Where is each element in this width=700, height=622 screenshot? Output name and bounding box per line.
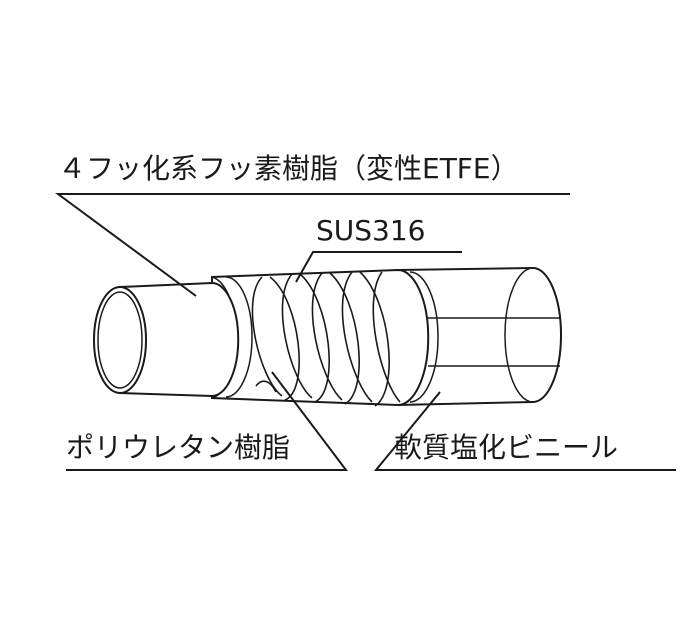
polyurethane-layer: [211, 268, 430, 407]
etfe-callout: ４フッ化系フッ素樹脂（変性ETFE）: [54, 152, 570, 297]
sus316-label: SUS316: [316, 214, 425, 247]
polyurethane-callout: ポリウレタン樹脂: [66, 371, 349, 471]
pvc-label: 軟質塩化ビニール: [394, 431, 618, 464]
pvc-outer-layer: [397, 266, 562, 407]
etfe-inner-tube: [93, 281, 240, 398]
sus316-spiral-wire: [251, 271, 401, 407]
pvc-callout: 軟質塩化ビニール: [373, 391, 676, 471]
etfe-label: ４フッ化系フッ素樹脂（変性ETFE）: [58, 152, 519, 185]
polyurethane-label: ポリウレタン樹脂: [66, 431, 290, 464]
sus316-callout: SUS316: [295, 214, 462, 283]
